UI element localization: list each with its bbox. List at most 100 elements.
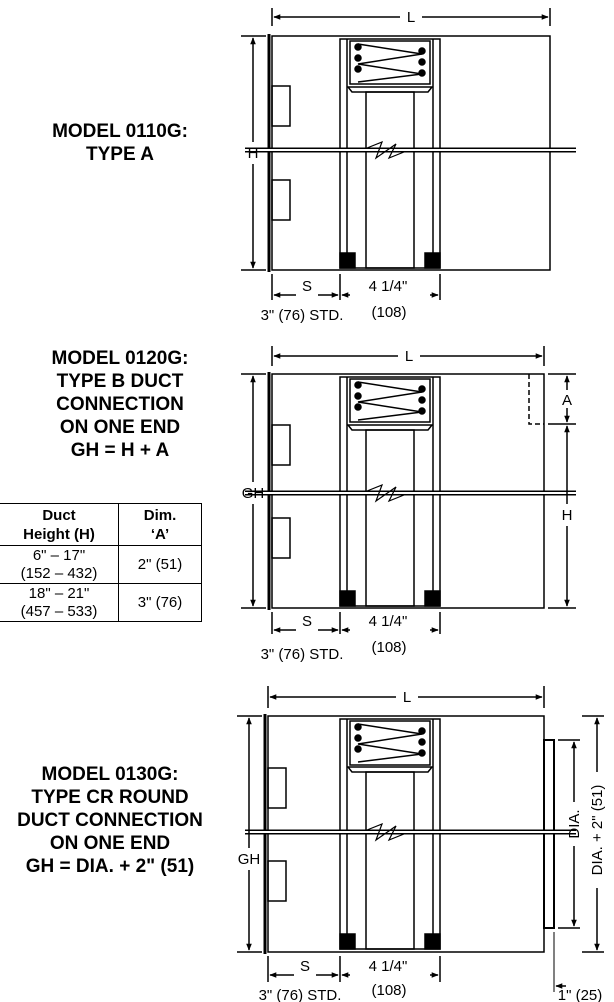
coil-terminal — [354, 734, 362, 742]
dim-label-l: L — [405, 348, 413, 365]
terminal-box — [267, 860, 287, 902]
coil-terminal — [418, 727, 426, 735]
drawing-model-0110g-text: L H S 4 1/4" 3" (76) STD. (108) — [248, 9, 416, 324]
dim-label-gh: GH — [238, 851, 261, 868]
dim-label-side-mm: (108) — [371, 982, 406, 999]
table-cell-dim: 3" (76) — [118, 583, 202, 622]
coil-terminal — [354, 65, 362, 73]
table-cell-dim: 2" (51) — [118, 545, 202, 584]
drawing-model-0130g — [237, 686, 604, 992]
panel-corner — [339, 590, 356, 607]
coil-terminal — [354, 745, 362, 753]
heating-coil-box — [349, 40, 431, 85]
coil-terminal — [354, 723, 362, 731]
terminal-box — [271, 179, 291, 221]
heating-coil-box — [349, 720, 431, 766]
table-header-dim-a: Dim. ‘A’ — [118, 503, 202, 546]
dim-label-collar: 1" (25) — [558, 987, 603, 1002]
terminal-box — [271, 517, 291, 559]
dim-label-std: 3" (76) STD. — [261, 646, 344, 663]
table-header-line: Height (H) — [23, 525, 95, 543]
terminal-box — [271, 424, 291, 466]
coil-terminal — [354, 392, 362, 400]
coil-terminal — [418, 396, 426, 404]
panel-corner — [339, 252, 356, 269]
dim-label-dia: DIA. — [566, 809, 583, 838]
model-label-line: ON ONE END — [59, 417, 181, 438]
model-label-line: MODEL 0130G: — [41, 764, 179, 785]
table-header-line: ‘A’ — [150, 525, 170, 543]
panel-corner — [424, 933, 441, 950]
dim-label-side: 4 1/4" — [369, 278, 408, 295]
coil-terminal — [418, 738, 426, 746]
drawing-model-0110g — [241, 8, 576, 300]
model-0110g-label: MODEL 0110G: TYPE A — [0, 120, 240, 166]
table-cell-line: 18" – 21" — [28, 584, 90, 602]
table-cell-line: (457 – 533) — [20, 602, 98, 620]
dim-label-dia-plus: DIA. + 2" (51) — [589, 785, 606, 876]
element-channel — [365, 91, 415, 269]
table-header-line: Duct — [42, 506, 76, 524]
element-channel — [365, 429, 415, 607]
dim-label-gh: GH — [242, 485, 265, 502]
table-row: 6" – 17" (152 – 432) 2" (51) — [0, 545, 202, 584]
model-0130g-label: MODEL 0130G: TYPE CR ROUND DUCT CONNECTI… — [0, 763, 270, 878]
table-row: 18" – 21" (457 – 533) 3" (76) — [0, 583, 202, 622]
break-symbol — [366, 483, 405, 503]
dim-label-side: 4 1/4" — [369, 958, 408, 975]
model-0120g-label: MODEL 0120G: TYPE B DUCT CONNECTION ON O… — [0, 347, 240, 462]
heating-coil — [357, 723, 423, 763]
model-label-line: DUCT CONNECTION — [17, 810, 203, 831]
panel-corner — [339, 933, 356, 950]
coil-terminal — [418, 385, 426, 393]
table-header-duct-height: Duct Height (H) — [0, 503, 119, 546]
dim-label-s: S — [302, 278, 312, 295]
dim-label-h: H — [248, 145, 259, 162]
coil-terminal — [418, 69, 426, 77]
dim-a-table: Duct Height (H) Dim. ‘A’ 6" – 17" (152 –… — [0, 503, 202, 622]
coil-bracket — [346, 424, 434, 431]
panel-corner — [424, 590, 441, 607]
dim-label-side-mm: (108) — [371, 304, 406, 321]
drawing-model-0120g — [241, 346, 576, 634]
duct-step-dashed — [528, 374, 544, 425]
coil-bracket — [346, 766, 434, 773]
model-label-line: MODEL 0110G: — [52, 121, 188, 142]
drawing-model-0120g-text: L GH A H S 4 1/4" 3" (76) STD. (108) — [242, 348, 573, 663]
panel-corner — [424, 252, 441, 269]
dim-label-s: S — [302, 613, 312, 630]
coil-terminal — [418, 407, 426, 415]
heating-coil — [357, 43, 423, 83]
model-label-line: TYPE CR ROUND — [31, 787, 189, 808]
model-label-line: GH = H + A — [70, 440, 170, 461]
table-cell-range: 18" – 21" (457 – 533) — [0, 583, 119, 622]
heating-coil-box — [349, 378, 431, 423]
coil-terminal — [418, 47, 426, 55]
drawing-model-0130g-text: L GH DIA. DIA. + 2" (51) 1" (25) S 4 1/4… — [238, 689, 606, 1002]
heating-coil — [357, 381, 423, 421]
model-label-line: CONNECTION — [56, 394, 184, 415]
dim-label-side-mm: (108) — [371, 639, 406, 656]
dim-label-l: L — [403, 689, 411, 706]
heater-outline — [271, 35, 551, 271]
table-header-row: Duct Height (H) Dim. ‘A’ — [0, 503, 202, 546]
terminal-box — [267, 767, 287, 809]
model-label-line: TYPE A — [86, 144, 154, 165]
coil-bracket — [346, 86, 434, 93]
dim-label-std: 3" (76) STD. — [261, 307, 344, 324]
coil-terminal — [354, 54, 362, 62]
coil-terminal — [354, 381, 362, 389]
element-channel — [365, 771, 415, 950]
coil-terminal — [354, 43, 362, 51]
dim-label-std: 3" (76) STD. — [259, 987, 342, 1002]
dim-label-h: H — [562, 507, 573, 524]
table-header-line: Dim. — [143, 506, 177, 524]
table-cell-line: (152 – 432) — [20, 564, 98, 582]
break-symbol — [366, 140, 405, 160]
dim-label-l: L — [407, 9, 415, 26]
dim-label-side: 4 1/4" — [369, 613, 408, 630]
model-label-line: MODEL 0120G: — [51, 348, 189, 369]
dim-label-s: S — [300, 958, 310, 975]
coil-terminal — [354, 403, 362, 411]
